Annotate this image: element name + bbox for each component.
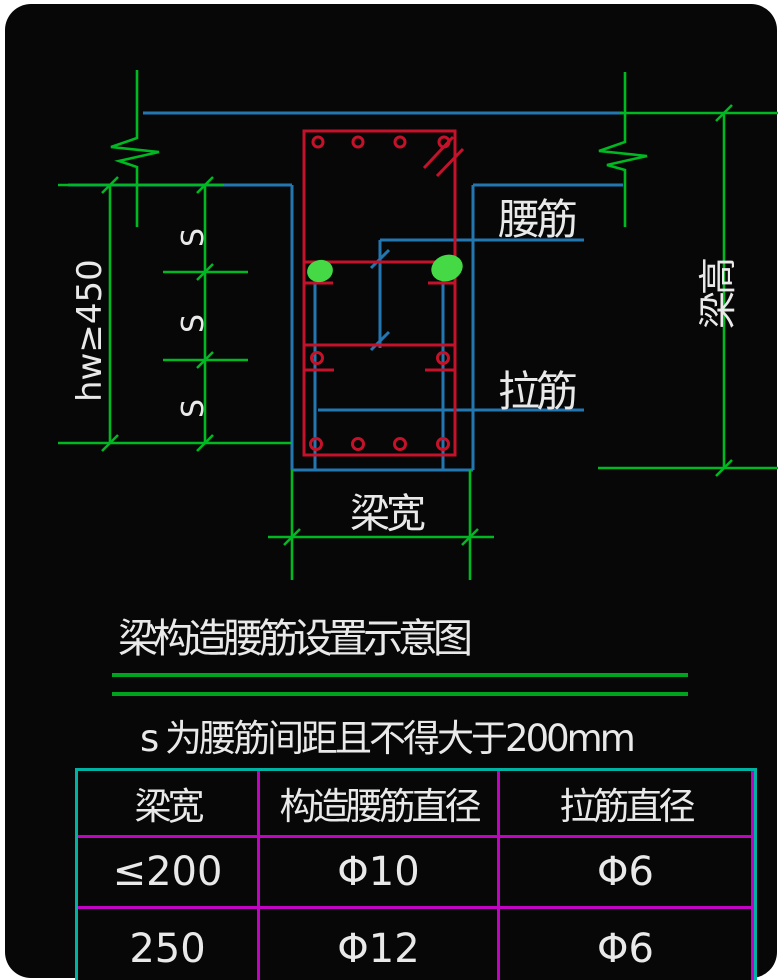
table-header-tie-dia: 拉筋直径	[500, 771, 751, 835]
dim-tick	[715, 104, 733, 122]
waist-rebar-dot	[310, 351, 324, 365]
label-beam-height: 梁高	[696, 259, 740, 329]
bottom-rebar-dot	[351, 437, 365, 451]
rebar-spec-table: 梁宽 构造腰筋直径 拉筋直径 ≤200 Φ10 Φ6 250 Φ12 Φ6	[75, 768, 757, 980]
table-cell-r1-width: ≤200	[78, 838, 257, 906]
label-waist-bar: 腰筋	[498, 195, 576, 244]
label-beam-width: 梁宽	[350, 491, 425, 537]
rebar-leader-slash	[435, 147, 465, 178]
table-cell-r1-waist: Φ10	[260, 838, 497, 906]
dim-tick	[715, 459, 733, 477]
bottom-rebar-dot	[309, 437, 323, 451]
bottom-rebar-dot	[393, 437, 407, 451]
table-cell-r2-width: 250	[78, 909, 257, 980]
highlight-dot-left	[307, 259, 333, 283]
table-cell-r1-tie: Φ6	[500, 838, 751, 906]
dim-tick	[196, 434, 214, 452]
table-cell-r2-waist: Φ12	[260, 909, 497, 980]
top-rebar-dot	[311, 135, 325, 149]
diagram-labels: 腰筋 拉筋 梁宽 梁高 hw≥450 S S S	[70, 195, 740, 537]
break-line-left	[110, 70, 160, 227]
spacing-tick-upper	[369, 248, 391, 270]
table-cell-r2-tie: Φ6	[500, 909, 751, 980]
diagram-title: 梁构造腰筋设置示意图	[118, 616, 473, 662]
dim-tick	[101, 176, 119, 194]
break-line-right	[598, 72, 648, 227]
waist-rebar-dot	[436, 351, 450, 365]
separator-line-top	[112, 673, 688, 677]
dim-tick	[196, 176, 214, 194]
top-rebar-dot	[393, 135, 407, 149]
dim-tick	[283, 528, 301, 546]
highlight-dot-right	[431, 254, 463, 282]
dim-tick	[101, 434, 119, 452]
separator-line-bottom	[112, 692, 688, 696]
dimension-lines	[58, 70, 778, 580]
slab-and-stirrup-lines	[68, 111, 623, 472]
table-header-beam-width: 梁宽	[78, 771, 257, 835]
label-tie-bar: 拉筋	[498, 367, 576, 416]
label-spacing-s3: S	[176, 399, 211, 418]
dim-tick	[196, 351, 214, 369]
label-spacing-s2: S	[176, 314, 211, 333]
highlight-annotations	[307, 254, 463, 283]
label-web-height: hw≥450	[70, 259, 110, 402]
beam-section-diagram: 腰筋 拉筋 梁宽 梁高 hw≥450 S S S	[58, 70, 778, 580]
spacing-note: s 为腰筋间距且不得大于200mm	[140, 717, 636, 760]
table-header-waist-dia: 构造腰筋直径	[260, 771, 497, 835]
label-spacing-s1: S	[176, 228, 211, 247]
dim-tick	[196, 263, 214, 281]
beam-outline	[302, 129, 457, 457]
beam-reinforcement	[302, 129, 465, 457]
rebar-leader-slash	[422, 135, 455, 170]
dim-tick	[461, 528, 479, 546]
top-rebar-dot	[351, 135, 365, 149]
bottom-rebar-dot	[436, 437, 450, 451]
spacing-tick-lower	[369, 330, 391, 352]
